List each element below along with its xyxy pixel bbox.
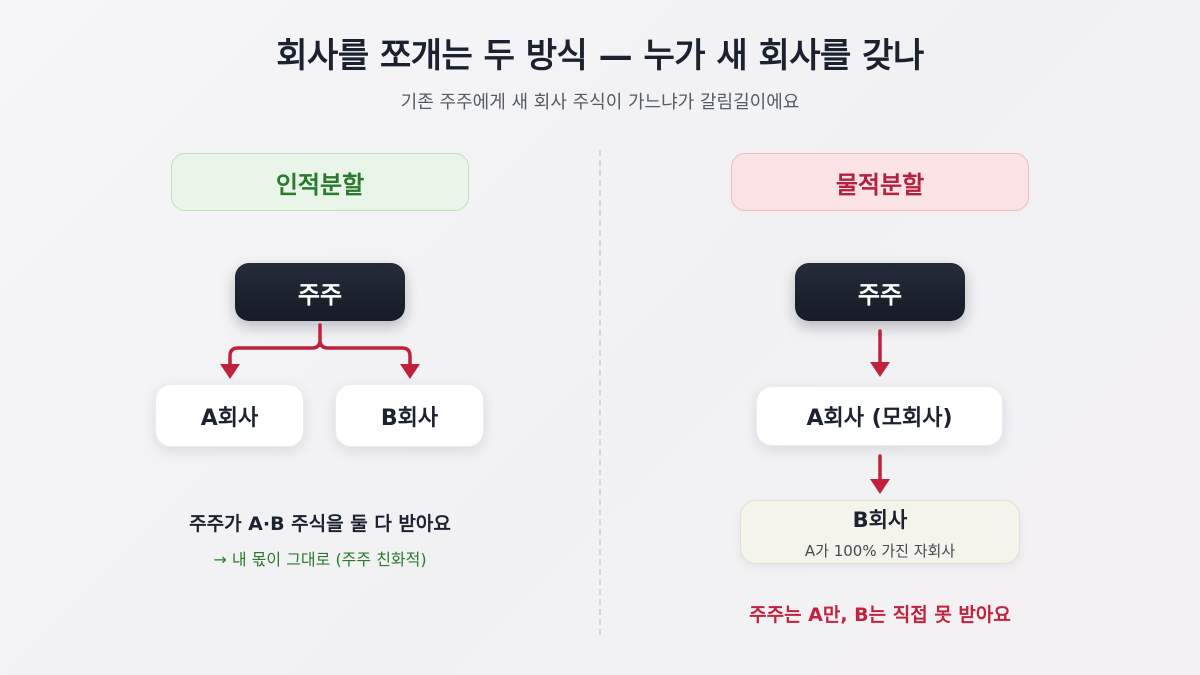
right-company-a-node: A회사 (모회사) — [756, 386, 1003, 446]
left-note: 주주가 A·B 주식을 둘 다 받아요 — [189, 513, 451, 535]
right-company-b-subtitle: A가 100% 가진 자회사 — [804, 541, 956, 560]
right-arrowhead-2 — [870, 479, 890, 494]
right-company-b-node: B회사 A가 100% 가진 자회사 — [740, 500, 1020, 564]
right-arrowhead-1 — [870, 362, 890, 377]
left-company-a-node: A회사 — [155, 384, 304, 447]
right-shareholder-node: 주주 — [795, 263, 965, 321]
page-subtitle: 기존 주주에게 새 회사 주식이 가느냐가 갈림길이에요 — [400, 92, 800, 113]
left-shareholder-node: 주주 — [235, 263, 405, 321]
right-company-b-title: B회사 — [852, 507, 908, 532]
left-method-header: 인적분할 — [171, 153, 469, 211]
center-divider — [599, 150, 601, 635]
page-title: 회사를 쪼개는 두 방식 — 누가 새 회사를 갖나 — [276, 36, 924, 76]
left-company-b-node: B회사 — [335, 384, 484, 447]
right-method-header: 물적분할 — [731, 153, 1029, 211]
left-sub-note: → 내 몫이 그대로 (주주 친화적) — [213, 550, 427, 569]
right-note: 주주는 A만, B는 직접 못 받아요 — [749, 604, 1011, 626]
left-arrowhead-b — [400, 364, 420, 379]
left-arrowhead-a — [220, 364, 240, 379]
left-split-arrow — [228, 323, 412, 370]
